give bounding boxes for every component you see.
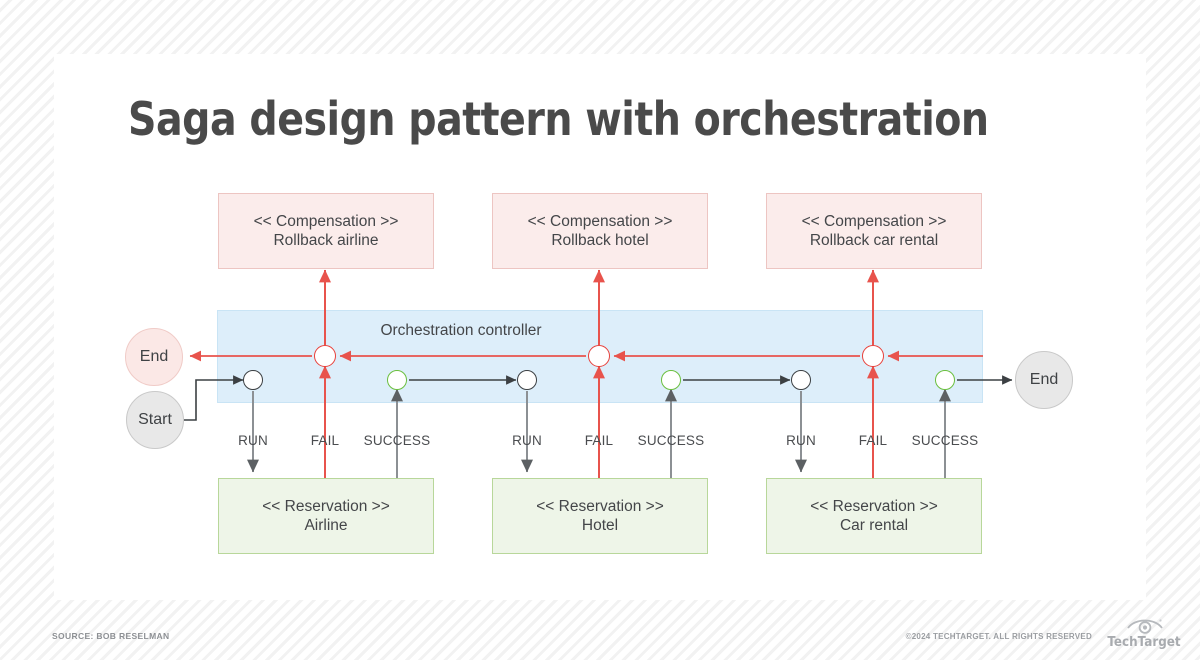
label-success-car-rental: SUCCESS	[911, 433, 979, 448]
reservation-hotel-line1: << Reservation >>	[536, 498, 664, 515]
reservation-box-hotel[interactable]: << Reservation >> Hotel	[492, 478, 708, 554]
reservation-airline-line2: Airline	[304, 517, 348, 534]
compensation-box-airline[interactable]: << Compensation >> Rollback airline	[218, 193, 434, 269]
reservation-box-airline[interactable]: << Reservation >> Airline	[218, 478, 434, 554]
reservation-box-car-rental[interactable]: << Reservation >> Car rental	[766, 478, 982, 554]
success-node-car-rental[interactable]	[935, 370, 955, 390]
reservation-car-line2: Car rental	[839, 517, 909, 534]
end-node-right[interactable]: End	[1015, 351, 1073, 409]
compensation-box-car-rental[interactable]: << Compensation >> Rollback car rental	[766, 193, 982, 269]
run-node-airline[interactable]	[243, 370, 263, 390]
fail-node-car-rental[interactable]	[862, 345, 884, 367]
compensation-airline-line2: Rollback airline	[273, 232, 379, 249]
compensation-airline-line1: << Compensation >>	[253, 213, 399, 230]
start-node[interactable]: Start	[126, 391, 184, 449]
label-success-airline: SUCCESS	[363, 433, 431, 448]
copyright-notice: ©2024 TECHTARGET. ALL RIGHTS RESERVED	[905, 632, 1092, 641]
success-node-hotel[interactable]	[661, 370, 681, 390]
reservation-car-line1: << Reservation >>	[810, 498, 938, 515]
reservation-airline-line1: << Reservation >>	[262, 498, 390, 515]
techtarget-logo: TechTarget	[1096, 616, 1192, 652]
end-node-left[interactable]: End	[125, 328, 183, 386]
source-credit: SOURCE: BOB RESELMAN	[52, 631, 170, 641]
page-title: Saga design pattern with orchestration	[128, 92, 989, 146]
success-node-airline[interactable]	[387, 370, 407, 390]
reservation-hotel-line2: Hotel	[581, 517, 619, 534]
compensation-hotel-line2: Rollback hotel	[551, 232, 649, 249]
compensation-car-line1: << Compensation >>	[801, 213, 947, 230]
techtarget-wordmark: TechTarget	[1107, 635, 1181, 650]
compensation-hotel-line1: << Compensation >>	[527, 213, 673, 230]
compensation-car-line2: Rollback car rental	[809, 232, 939, 249]
compensation-box-hotel[interactable]: << Compensation >> Rollback hotel	[492, 193, 708, 269]
run-node-car-rental[interactable]	[791, 370, 811, 390]
fail-node-airline[interactable]	[314, 345, 336, 367]
label-success-hotel: SUCCESS	[637, 433, 705, 448]
eye-icon	[1127, 619, 1163, 634]
orchestration-controller-label: Orchestration controller	[380, 322, 542, 339]
fail-node-hotel[interactable]	[588, 345, 610, 367]
run-node-hotel[interactable]	[517, 370, 537, 390]
